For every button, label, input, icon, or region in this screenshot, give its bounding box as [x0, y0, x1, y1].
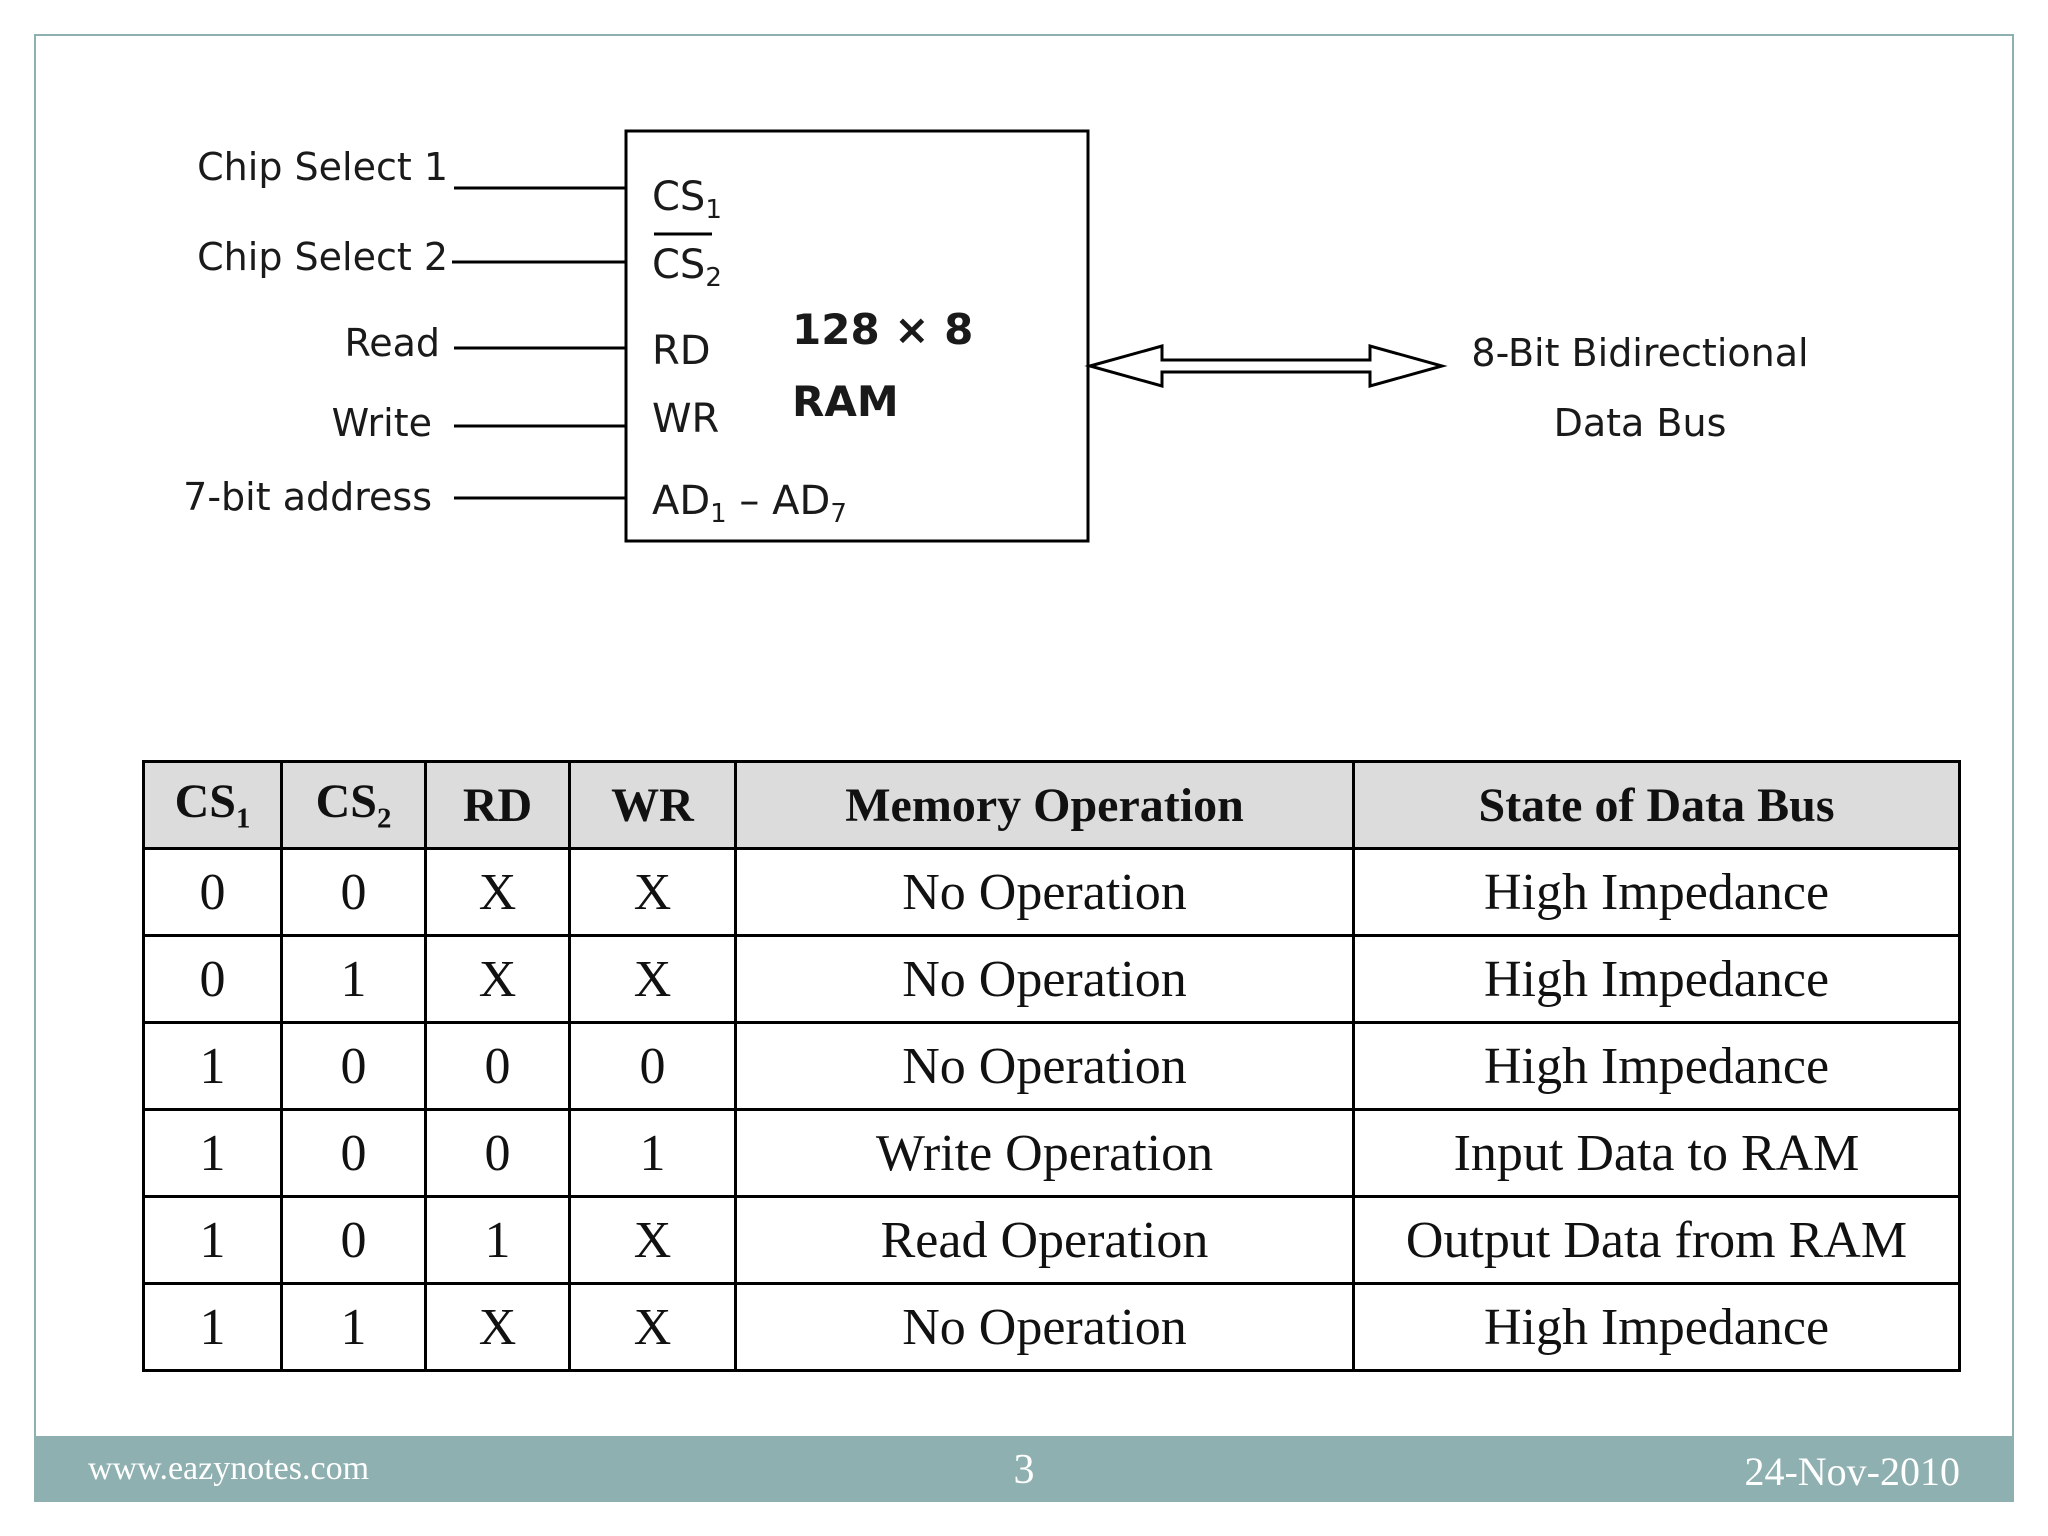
- cell-wr: X: [568, 1282, 737, 1372]
- pin-cs2: CS2: [652, 242, 722, 293]
- chip-size: 128 × 8: [792, 305, 973, 354]
- truth-table: CS1 CS2 RD WR Memory Operation State of …: [142, 760, 1961, 1372]
- cell-operation: No Operation: [734, 1021, 1355, 1111]
- table-header-row: CS1 CS2 RD WR Memory Operation State of …: [142, 760, 1961, 850]
- footer-date: 24-Nov-2010: [1744, 1449, 1960, 1494]
- cell-cs2: 1: [280, 934, 427, 1024]
- cell-state: High Impedance: [1352, 847, 1961, 937]
- bidirectional-arrow-icon: [1084, 344, 1448, 388]
- cell-state: High Impedance: [1352, 1021, 1961, 1111]
- cell-rd: 0: [424, 1021, 571, 1111]
- cell-state: High Impedance: [1352, 1282, 1961, 1372]
- cell-operation: No Operation: [734, 934, 1355, 1024]
- cell-cs1: 0: [142, 847, 283, 937]
- table-row: 1 1 X X No Operation High Impedance: [142, 1282, 1961, 1372]
- cell-state: Output Data from RAM: [1352, 1195, 1961, 1285]
- header-cs2: CS2: [280, 760, 427, 850]
- cell-operation: Read Operation: [734, 1195, 1355, 1285]
- cell-wr: X: [568, 934, 737, 1024]
- cell-rd: X: [424, 1282, 571, 1372]
- cell-cs2: 0: [280, 1108, 427, 1198]
- header-rd: RD: [424, 760, 571, 850]
- pin-ad: AD1 – AD7: [652, 478, 847, 529]
- label-write: Write: [332, 401, 432, 445]
- label-chip-select-2: Chip Select 2: [197, 235, 448, 279]
- cell-state: High Impedance: [1352, 934, 1961, 1024]
- bus-label-line-1: 8-Bit Bidirectional: [1471, 331, 1808, 375]
- table-row: 1 0 0 0 No Operation High Impedance: [142, 1021, 1961, 1111]
- cell-state: Input Data to RAM: [1352, 1108, 1961, 1198]
- chip-type: RAM: [792, 377, 899, 426]
- ram-chip-box: [624, 129, 1090, 543]
- header-memory-operation: Memory Operation: [734, 760, 1355, 850]
- header-state-of-data-bus: State of Data Bus: [1352, 760, 1961, 850]
- cell-wr: X: [568, 1195, 737, 1285]
- cell-wr: 1: [568, 1108, 737, 1198]
- cell-operation: No Operation: [734, 1282, 1355, 1372]
- cell-cs2: 0: [280, 1021, 427, 1111]
- cell-cs2: 0: [280, 847, 427, 937]
- cell-wr: X: [568, 847, 737, 937]
- table-row: 1 0 0 1 Write Operation Input Data to RA…: [142, 1108, 1961, 1198]
- table-row: 0 1 X X No Operation High Impedance: [142, 934, 1961, 1024]
- pin-cs1: CS1: [652, 174, 722, 225]
- footer-page-number: 3: [1013, 1447, 1035, 1493]
- cell-cs1: 1: [142, 1021, 283, 1111]
- bus-label-line-2: Data Bus: [1554, 401, 1727, 445]
- label-7-bit-address: 7-bit address: [183, 475, 432, 519]
- cell-cs1: 1: [142, 1282, 283, 1372]
- table-row: 0 0 X X No Operation High Impedance: [142, 847, 1961, 937]
- label-read: Read: [345, 321, 440, 365]
- cell-rd: 1: [424, 1195, 571, 1285]
- footer-website[interactable]: www.eazynotes.com: [88, 1450, 370, 1487]
- cell-cs2: 1: [280, 1282, 427, 1372]
- cell-operation: Write Operation: [734, 1108, 1355, 1198]
- label-chip-select-1: Chip Select 1: [197, 145, 448, 189]
- pin-wr: WR: [652, 396, 719, 442]
- cell-cs1: 1: [142, 1195, 283, 1285]
- cell-cs1: 1: [142, 1108, 283, 1198]
- cell-rd: X: [424, 934, 571, 1024]
- footer-bar: www.eazynotes.com 3 24-Nov-2010: [34, 1436, 2014, 1502]
- table-row: 1 0 1 X Read Operation Output Data from …: [142, 1195, 1961, 1285]
- cell-cs2: 0: [280, 1195, 427, 1285]
- ram-block-diagram: Chip Select 1 Chip Select 2 Read Write 7…: [0, 0, 2048, 620]
- cell-wr: 0: [568, 1021, 737, 1111]
- cell-rd: X: [424, 847, 571, 937]
- header-wr: WR: [568, 760, 737, 850]
- pin-rd: RD: [652, 328, 711, 374]
- cell-rd: 0: [424, 1108, 571, 1198]
- header-cs1: CS1: [142, 760, 283, 850]
- cell-operation: No Operation: [734, 847, 1355, 937]
- cell-cs1: 0: [142, 934, 283, 1024]
